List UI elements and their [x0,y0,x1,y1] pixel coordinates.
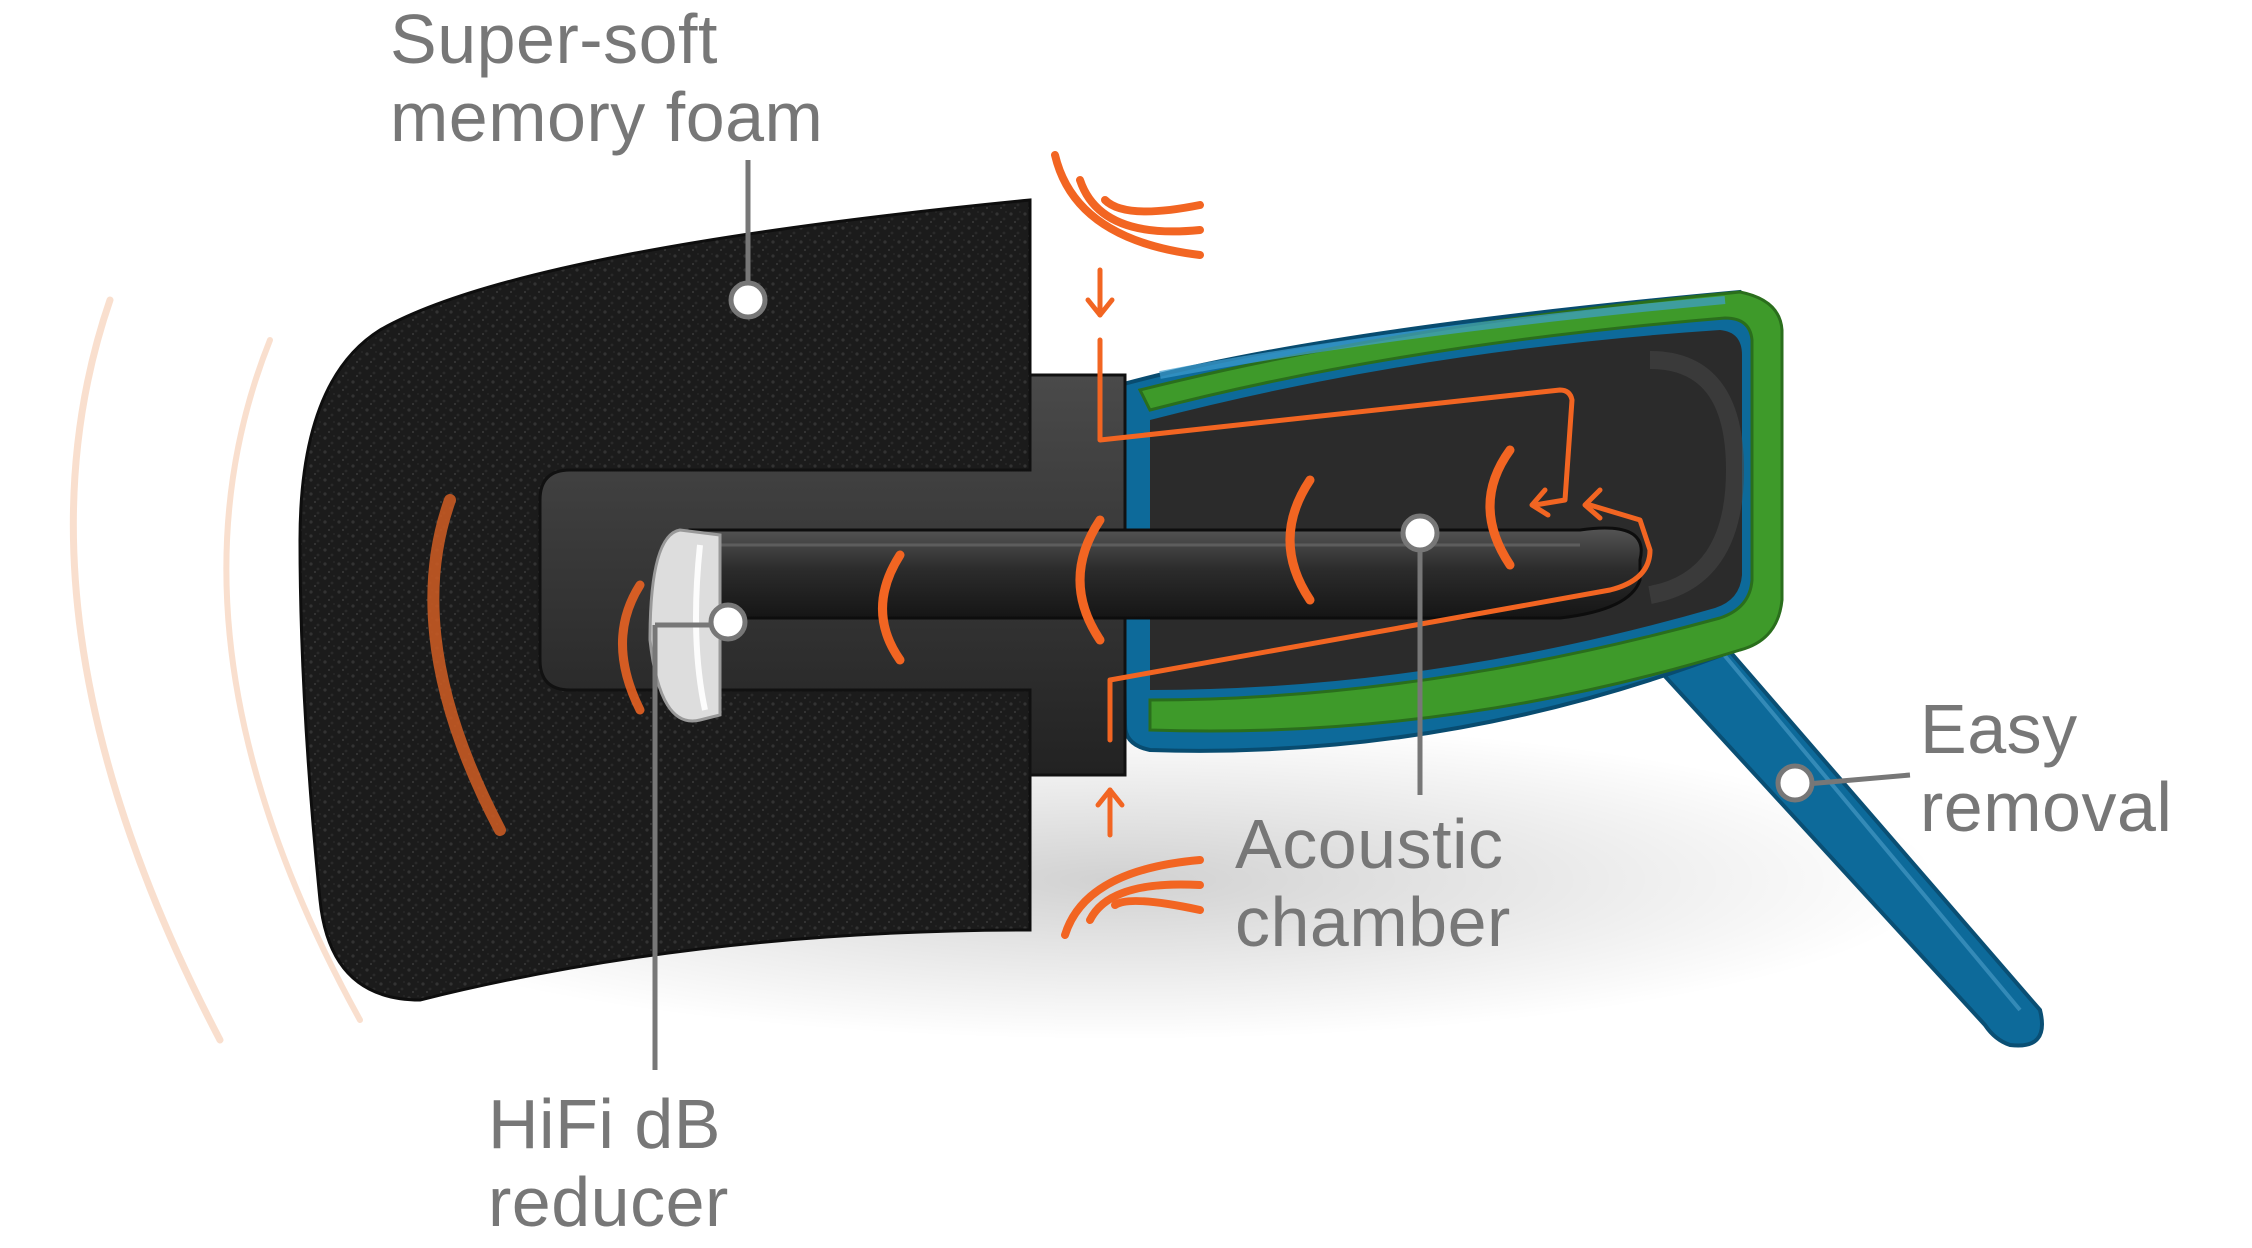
label-acoustic-chamber-line2: chamber [1235,883,1511,961]
label-memory-foam-line2: memory foam [390,78,824,156]
label-easy-removal-line2: removal [1920,768,2173,846]
arrow-up-icon [1095,487,1603,838]
label-easy-removal-line1: Easy [1920,690,2078,768]
sound-path [1097,337,1653,743]
callout-leaders [652,160,1911,1070]
label-easy-removal: Easy removal [1920,690,2172,846]
inner-sound-wave-icon [618,445,1515,715]
sound-wave-icon [1051,151,1204,259]
label-acoustic-chamber: Acoustic chamber [1235,805,1511,961]
label-memory-foam-line1: Super-soft [390,0,718,78]
label-hifi-reducer-line2: reducer [488,1163,729,1241]
faint-sound-wave-icon [69,296,363,1044]
label-memory-foam: Super-soft memory foam [390,0,823,156]
acoustic-chamber-tube [648,526,1643,723]
label-hifi-reducer: HiFi dB reducer [488,1085,729,1241]
callout-marker-icon [708,280,1815,803]
sound-wave-icon-bottom [1061,856,1204,939]
label-acoustic-chamber-line1: Acoustic [1235,805,1504,883]
label-hifi-reducer-line1: HiFi dB [488,1085,721,1163]
arrow-down-icon [1085,267,1551,518]
